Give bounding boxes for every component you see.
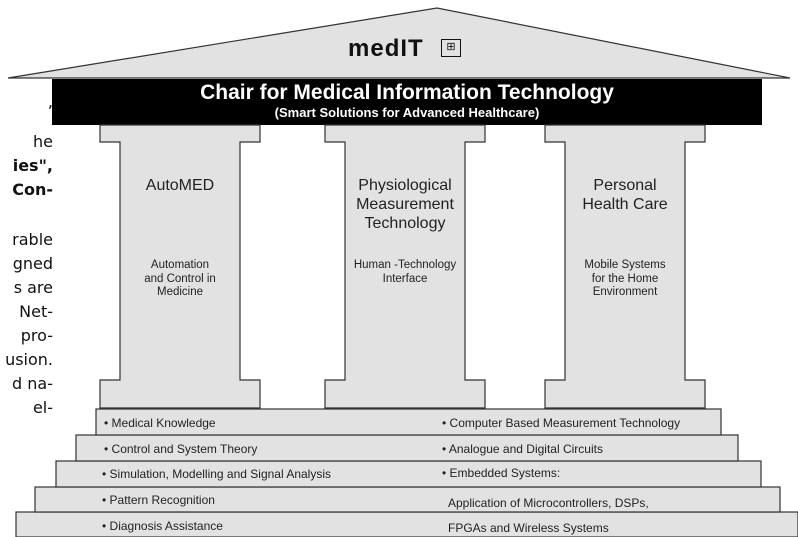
pillar-title-line: Measurement: [356, 196, 454, 213]
logo-emblem-icon: ⊞: [441, 39, 461, 57]
pillar-3: [544, 124, 706, 409]
step-5-right: FPGAs and Wireless Systems: [448, 521, 609, 535]
step-4-right: Application of Microcontrollers, DSPs,: [448, 496, 649, 510]
pillar-sub-line: for the Home: [591, 272, 659, 285]
step-5: [15, 511, 798, 537]
pillar-sub-line: Mobile Systems: [584, 259, 666, 271]
background-text-line: pro-: [20, 326, 53, 345]
pillar-2-subtitle: Human -Technology Interface: [335, 259, 475, 286]
roof: [7, 7, 791, 79]
pillar-1: [99, 124, 261, 409]
step-2: [75, 434, 739, 462]
pillar-1-subtitle: Automation and Control in Medicine: [120, 259, 240, 300]
pillar-title-line: Physiological: [358, 177, 452, 194]
background-text-line: he: [33, 132, 53, 151]
banner-subtitle: (Smart Solutions for Advanced Healthcare…: [274, 105, 540, 120]
pillar-2: [324, 124, 486, 409]
step-3: [55, 460, 762, 488]
pillar-sub-line: Interface: [382, 272, 428, 285]
background-text-line: gned: [12, 254, 53, 273]
step-1-left: • Medical Knowledge: [104, 416, 216, 430]
step-5-left: • Diagnosis Assistance: [102, 519, 223, 533]
pillar-3-title: Personal Health Care: [560, 176, 690, 214]
background-text-line: Net-: [19, 302, 53, 321]
step-1-right: • Computer Based Measurement Technology: [442, 416, 681, 430]
step-2-right: • Analogue and Digital Circuits: [442, 442, 603, 456]
step-3-left: • Simulation, Modelling and Signal Analy…: [102, 467, 331, 481]
banner-title: Chair for Medical Information Technology: [200, 81, 614, 104]
step-1: [95, 408, 722, 436]
pillar-sub-line: Medicine: [156, 286, 204, 298]
pillar-title-line: AutoMED: [145, 177, 215, 194]
background-text-line: usion.: [5, 350, 53, 369]
pillar-sub-line: and Control in: [144, 272, 216, 285]
pillar-sub-line: Environment: [592, 286, 658, 298]
background-text-line: ies",: [12, 156, 53, 175]
pillar-sub-line: Automation: [150, 259, 210, 271]
background-text-line: ,: [47, 92, 53, 111]
pillar-title-line: Technology: [364, 215, 446, 232]
step-4: [34, 486, 781, 513]
step-4-left: • Pattern Recognition: [102, 493, 215, 507]
pillar-3-subtitle: Mobile Systems for the Home Environment: [560, 259, 690, 300]
pillar-sub-line: Human -Technology: [353, 259, 457, 271]
pillar-title-line: Personal: [593, 177, 657, 194]
step-2-left: • Control and System Theory: [104, 442, 258, 456]
pillar-title-line: Health Care: [582, 196, 668, 213]
banner: [52, 79, 762, 125]
background-text-line: d na-: [12, 374, 53, 393]
background-text-line: rable: [12, 230, 53, 249]
step-3-right: • Embedded Systems:: [442, 466, 561, 480]
medit-logo: medIT: [348, 35, 424, 62]
background-text-line: Con-: [12, 180, 53, 199]
pillar-2-title: Physiological Measurement Technology: [335, 176, 475, 233]
pillar-1-title: AutoMED: [120, 176, 240, 195]
background-text-line: s are: [13, 278, 53, 297]
background-text-line: el-: [32, 398, 53, 417]
